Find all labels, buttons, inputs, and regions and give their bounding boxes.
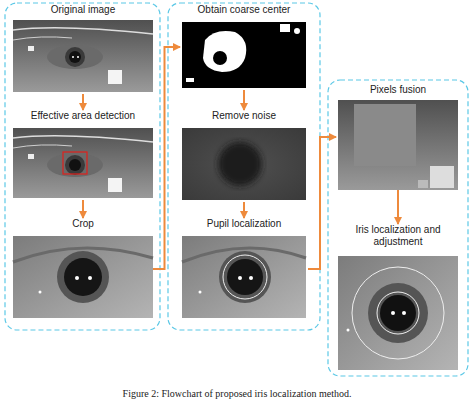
step-node: Effective area detection <box>13 110 153 200</box>
fused-image <box>338 100 458 190</box>
flow-arrow <box>82 200 84 218</box>
step-label: Original image <box>13 4 153 16</box>
flow-arrow <box>243 90 245 110</box>
step-label: Remove noise <box>180 110 308 122</box>
step-label: Pupil localization <box>180 218 308 230</box>
eye-photo <box>13 128 153 198</box>
step-node: Iris localization and adjustment <box>336 224 460 370</box>
group-panel <box>5 3 160 330</box>
group-panel <box>328 80 468 376</box>
step-label: Obtain coarse center <box>180 4 308 16</box>
step-label: Pixels fusion <box>336 84 460 96</box>
step-label: Effective area detection <box>13 110 153 122</box>
figure-caption: Figure 2: Flowchart of proposed iris loc… <box>0 388 474 399</box>
flow-arrow <box>243 202 245 218</box>
step-node: Obtain coarse center <box>180 4 308 90</box>
step-node: Remove noise <box>180 110 308 202</box>
step-node: Crop <box>13 218 153 320</box>
eye-photo <box>338 256 458 370</box>
eye-photo <box>13 20 153 92</box>
step-label: Crop <box>13 218 153 230</box>
step-label: Iris localization and adjustment <box>336 224 460 248</box>
flow-arrow <box>308 137 336 269</box>
flow-arrow <box>153 47 180 269</box>
step-node: Pixels fusion <box>336 84 460 190</box>
blurred-image <box>182 128 306 200</box>
flow-arrow <box>397 190 399 224</box>
eye-photo <box>13 236 153 318</box>
binary-image <box>182 22 306 88</box>
step-node: Pupil localization <box>180 218 308 320</box>
flow-arrow <box>82 94 84 110</box>
step-node: Original image <box>13 4 153 94</box>
group-panel <box>168 3 320 330</box>
eye-photo <box>182 236 306 318</box>
